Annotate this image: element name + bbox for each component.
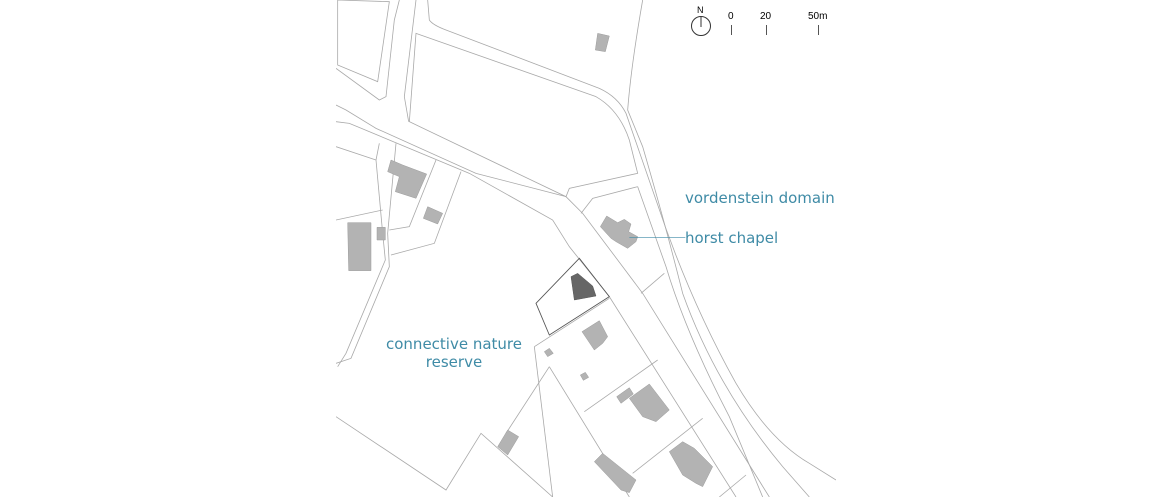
scale-tick-50 [818,25,819,35]
horst-chapel-label: horst chapel [685,229,779,247]
nature-reserve-line2: reserve [425,353,483,371]
scale-tick-label-0: 0 [728,11,734,22]
buildings [347,33,713,493]
parcel-lines [336,0,836,497]
vordenstein-domain-label: vordenstein domain [685,189,835,207]
project-building [570,273,597,301]
horst-chapel-building [600,215,638,249]
scale-tick-0 [731,25,732,35]
scale-tick-label-20: 20 [760,11,772,22]
scale-tick-20 [766,25,767,35]
north-arrow: N [690,5,712,37]
compass-icon [691,16,711,36]
nature-reserve-line1: connective nature [386,335,522,353]
north-label: N [697,5,704,15]
site-plan-map [336,0,836,497]
scale-tick-label-50: 50m [808,11,828,22]
nature-reserve-label: connective nature reserve [380,335,528,371]
